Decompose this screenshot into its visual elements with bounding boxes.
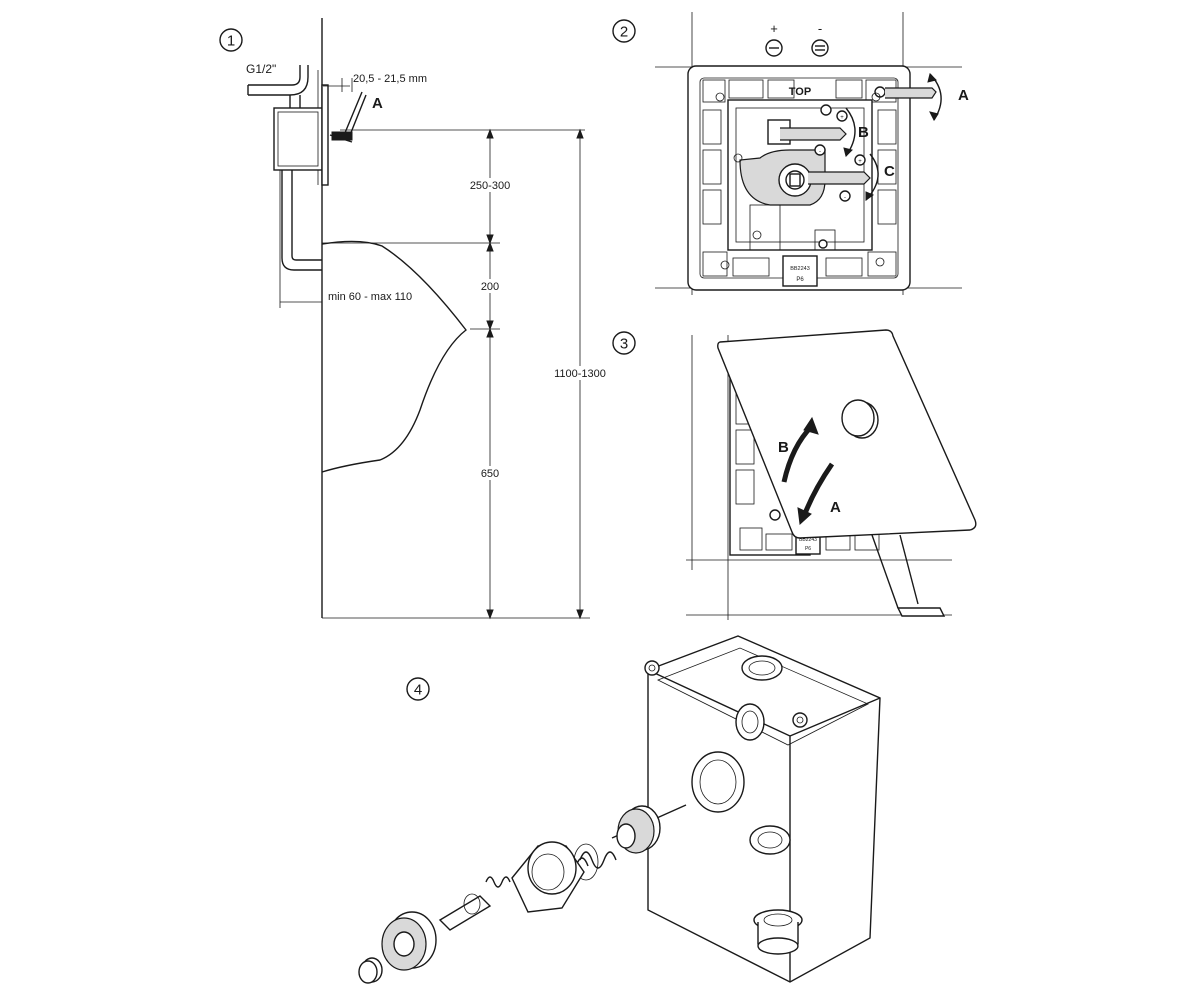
screwdriver-tip	[331, 131, 353, 141]
serial-tag	[782, 255, 818, 287]
plus-terminal-icon	[765, 39, 783, 57]
dim-250-300: 250-300	[470, 180, 510, 192]
top-marker: TOP	[789, 86, 811, 98]
svg-text:-: -	[844, 195, 846, 201]
step-4-number: 4	[414, 682, 422, 699]
minus-sign: -	[818, 21, 822, 36]
svg-text:+: +	[840, 115, 844, 121]
hex-key	[896, 607, 946, 617]
figure-1-side-view: A 20,5 - 21,5 mm G1/2" min 60 - max 110 …	[246, 18, 608, 620]
figure-3-cover-installation: BB2243 P6 B A	[686, 329, 977, 620]
drain-pipe	[281, 170, 322, 271]
step-1-number: 1	[227, 33, 235, 50]
marker-a-fig2: A	[958, 87, 969, 104]
svg-text:+: +	[858, 159, 862, 165]
cover-plate-panel	[717, 329, 977, 539]
screw-b-tool	[780, 127, 847, 141]
figure-2-front-view: + - TOP A	[655, 12, 969, 295]
step-3-badge: 3	[612, 331, 636, 355]
figure-4-exploded-view	[358, 635, 881, 984]
step-2-number: 2	[620, 24, 628, 41]
step-1-badge: 1	[219, 28, 243, 52]
small-spring	[485, 876, 511, 888]
tag-code-fig3: BB2243	[799, 537, 817, 543]
marker-a-fig1: A	[372, 95, 383, 112]
piston-pin	[438, 895, 492, 931]
flush-valve-box	[273, 107, 323, 171]
dim-650: 650	[481, 468, 499, 480]
screw-c-tool	[808, 171, 871, 185]
svg-text:-: -	[819, 149, 821, 155]
screw-a-tool	[885, 87, 937, 99]
depth-dimension: 20,5 - 21,5 mm	[353, 73, 427, 85]
pipe-size-label: G1/2"	[246, 62, 276, 76]
tag-sub-fig3: P6	[805, 546, 811, 552]
marker-b-fig3: B	[778, 439, 789, 456]
dim-200: 200	[481, 281, 499, 293]
cover-plate	[321, 84, 329, 186]
tag-code-fig2: BB2243	[790, 266, 810, 272]
marker-a-fig3: A	[830, 499, 841, 516]
marker-b-fig2: B	[858, 124, 869, 141]
minus-terminal-icon	[811, 39, 829, 57]
tag-sub-fig2: P6	[796, 277, 804, 283]
projection-dimension: min 60 - max 110	[328, 291, 412, 303]
marker-c-fig2: C	[884, 163, 895, 180]
step-4-badge: 4	[406, 677, 430, 701]
dim-1100-1300: 1100-1300	[554, 368, 606, 380]
spring	[575, 851, 617, 869]
step-3-number: 3	[620, 336, 628, 353]
step-2-badge: 2	[612, 19, 636, 43]
urinal-profile	[321, 240, 467, 473]
supply-pipe	[248, 65, 309, 96]
plus-sign: +	[770, 21, 778, 36]
